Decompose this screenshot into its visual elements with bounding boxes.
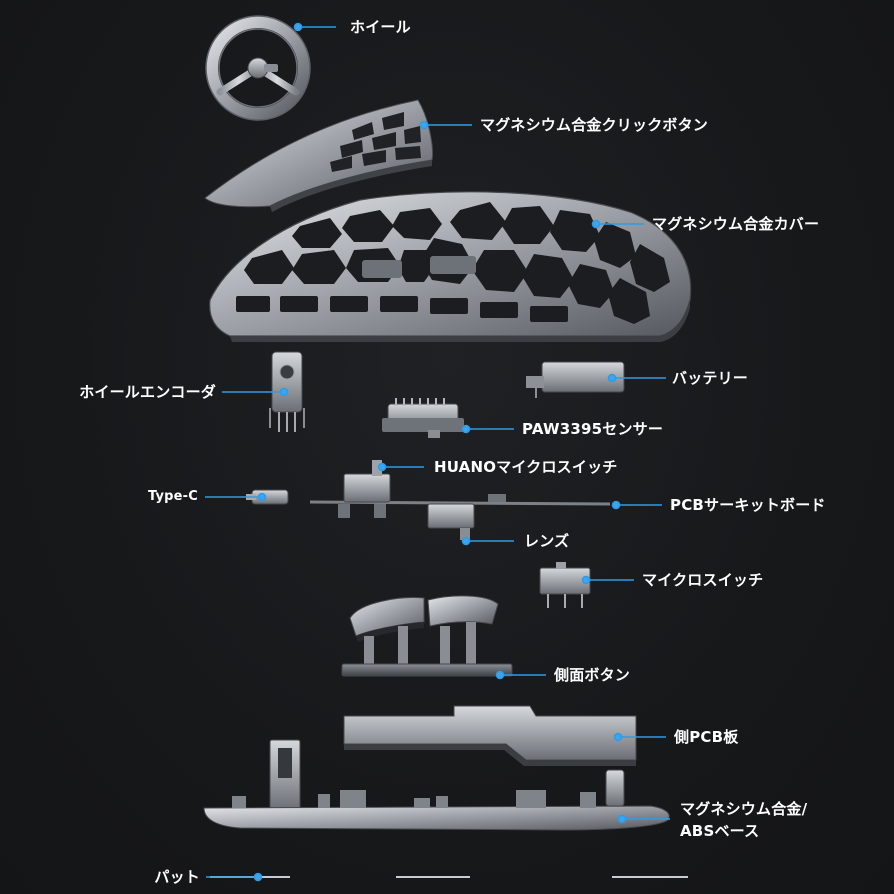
label-cover: マグネシウム合金カバー bbox=[652, 215, 820, 233]
side-button-part bbox=[341, 595, 513, 677]
sensor-part bbox=[382, 398, 464, 438]
side-pcb-part bbox=[343, 705, 637, 766]
label-lens: レンズ bbox=[524, 532, 570, 550]
label-huano-switch: HUANOマイクロスイッチ bbox=[434, 458, 618, 476]
label-base-line2: ABSベース bbox=[680, 822, 760, 840]
label-wheel: ホイール bbox=[350, 18, 411, 36]
battery-part bbox=[526, 361, 625, 398]
base-part bbox=[203, 739, 670, 831]
label-type-c: Type-C bbox=[147, 489, 198, 504]
label-micro-switch: マイクロスイッチ bbox=[642, 571, 764, 589]
label-pcb-board: PCBサーキットボード bbox=[670, 496, 826, 514]
leader-lines bbox=[205, 22, 670, 882]
label-wheel-encoder: ホイールエンコーダ bbox=[79, 383, 216, 401]
label-side-button: 側面ボタン bbox=[554, 666, 631, 684]
micro-switch-part bbox=[539, 562, 591, 608]
wheel-part bbox=[205, 15, 311, 121]
label-pad: パット bbox=[154, 868, 200, 886]
click-button-part bbox=[204, 99, 433, 212]
label-sensor: PAW3395センサー bbox=[522, 420, 664, 438]
label-side-pcb: 側PCB板 bbox=[674, 728, 739, 746]
cover-part bbox=[209, 191, 692, 342]
label-base-line1: マグネシウム合金/ bbox=[680, 800, 808, 818]
wheel-encoder-part bbox=[269, 351, 305, 432]
label-battery: バッテリー bbox=[672, 369, 749, 387]
pcb-board-part bbox=[309, 460, 611, 540]
label-click-button: マグネシウム合金クリックボタン bbox=[480, 116, 709, 134]
